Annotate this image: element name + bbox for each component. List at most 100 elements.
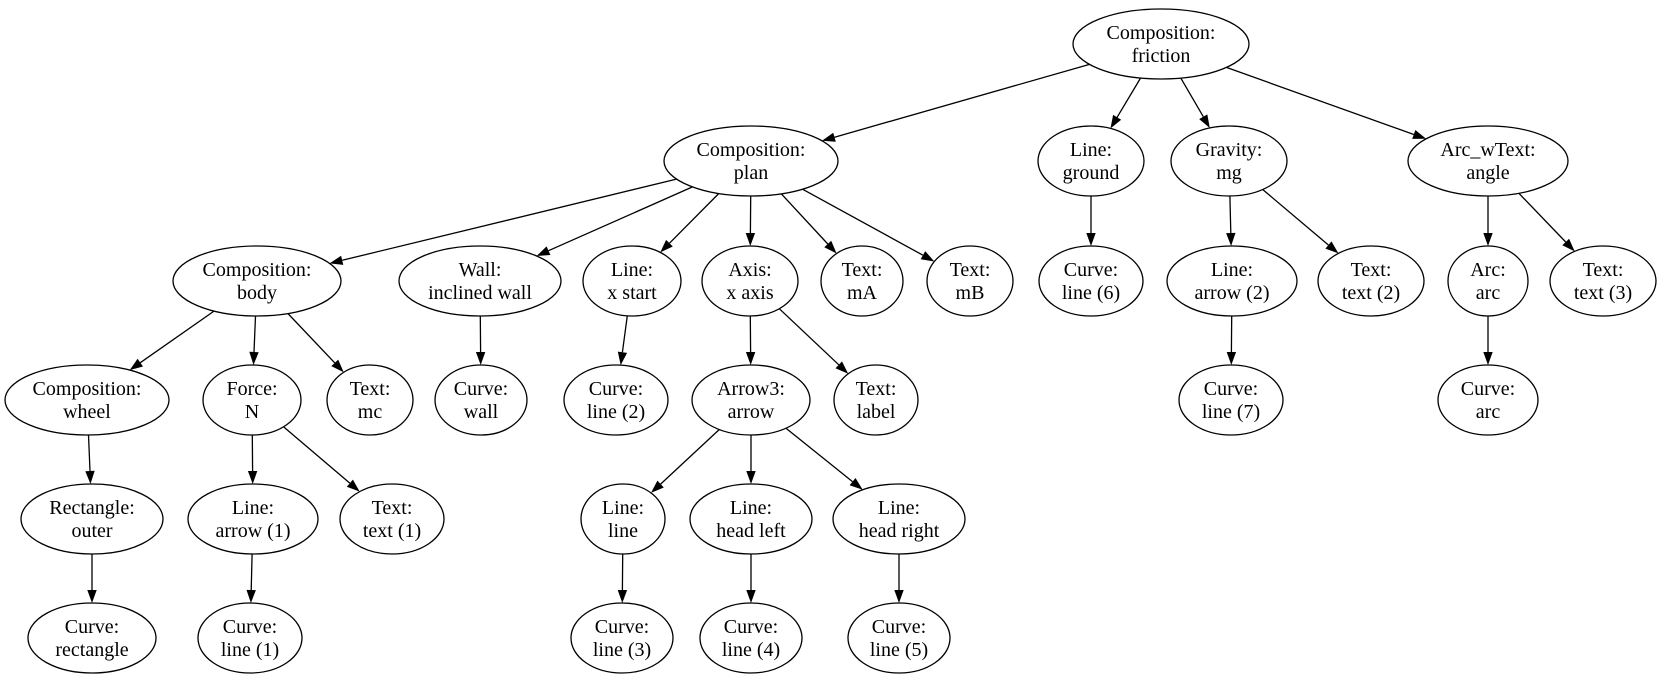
edge-wheel-outer [87, 434, 91, 472]
node-label-name: line (6) [1062, 282, 1120, 304]
node-label-type: Line: [730, 497, 772, 519]
node-ellipse [339, 483, 445, 555]
node-mA: Text:mA [820, 245, 904, 317]
arrowhead-icon [329, 255, 344, 265]
node-ellipse [172, 245, 342, 317]
node-label-type: Curve: [223, 616, 277, 638]
node-layer: Composition:frictionComposition:planLine… [4, 8, 1657, 674]
node-crect: Curve:rectangle [27, 602, 157, 674]
edge-forceN-text1 [283, 426, 351, 484]
node-ellipse [582, 245, 682, 317]
arrowhead-icon [746, 590, 756, 603]
node-label-name: mA [847, 282, 878, 304]
node-label-name: inclined wall [428, 282, 532, 304]
node-label-type: Composition: [697, 139, 806, 161]
arrowhead-icon [1483, 352, 1493, 365]
arrowhead-icon [346, 479, 360, 492]
node-label-name: line (4) [722, 639, 780, 661]
arrowhead-icon [85, 470, 95, 484]
node-ellipse [701, 245, 799, 317]
node-outer: Rectangle:outer [20, 483, 164, 555]
node-cline5: Curve:line (5) [847, 602, 951, 674]
node-ellipse [689, 483, 813, 555]
node-label-type: Text: [372, 497, 413, 519]
node-label-type: Line: [602, 497, 644, 519]
node-mc: Text:mc [326, 364, 414, 436]
node-ellipse [20, 483, 164, 555]
edge-plan-xstart [669, 193, 720, 244]
node-label-name: plan [734, 162, 768, 184]
node-arrow3: Arrow3:arrow [691, 364, 811, 436]
arrowhead-icon [1325, 241, 1339, 254]
node-ellipse [4, 364, 170, 436]
node-wall: Wall:inclined wall [398, 245, 562, 317]
arrowhead-icon [1110, 114, 1122, 129]
edge-arrow3-headright [785, 427, 853, 483]
node-label-name: label [857, 401, 896, 423]
arrowhead-icon [1483, 233, 1493, 246]
node-arrow2: Line:arrow (2) [1166, 245, 1298, 317]
node-label-type: Curve: [1064, 259, 1118, 281]
edge-body-wheel [139, 310, 215, 364]
node-label-name: mg [1216, 162, 1242, 184]
node-label-name: text (2) [1342, 282, 1400, 304]
arrowhead-icon [475, 352, 486, 365]
node-ellipse [570, 602, 674, 674]
edge-body-mc [287, 313, 336, 364]
node-label-name: rectangle [55, 639, 128, 661]
node-label-type: Line: [611, 259, 653, 281]
node-label-name: text (3) [1574, 282, 1632, 304]
node-label-name: outer [71, 520, 112, 542]
arrowhead-icon [617, 590, 628, 603]
node-label-name: line (1) [221, 639, 279, 661]
node-ellipse [1170, 125, 1288, 197]
node-ellipse [202, 364, 302, 436]
node-label-name: arc [1476, 282, 1501, 304]
node-label-type: Text: [950, 259, 991, 281]
arrowhead-icon [894, 590, 904, 603]
node-cline1: Curve:line (1) [197, 602, 303, 674]
node-wheel: Composition:wheel [4, 364, 170, 436]
node-label-name: friction [1132, 45, 1191, 67]
node-label-type: Axis: [728, 259, 771, 281]
node-ellipse [832, 483, 966, 555]
node-angle: Arc_wText:angle [1407, 125, 1569, 197]
node-ellipse [1038, 245, 1144, 317]
node-label-type: Line: [232, 497, 274, 519]
node-carc: Curve:arc [1437, 364, 1539, 436]
arrowhead-icon [835, 361, 849, 374]
node-label-type: Text: [350, 378, 391, 400]
node-mB: Text:mB [926, 245, 1014, 317]
arrowhead-icon [249, 351, 259, 365]
node-label-name: wall [464, 401, 499, 423]
node-label-name: line (5) [870, 639, 928, 661]
node-label-type: Line: [1070, 139, 1112, 161]
edge-angle-text3 [1518, 192, 1567, 243]
node-ellipse [1447, 245, 1529, 317]
node-cline2: Curve:line (2) [563, 364, 669, 436]
node-label-type: Curve: [65, 616, 119, 638]
arrowhead-icon [331, 359, 344, 373]
node-label-type: Composition: [33, 378, 142, 400]
edge-plan-body [342, 178, 677, 261]
node-label-type: Curve: [589, 378, 643, 400]
node-headleft: Line:head left [689, 483, 813, 555]
node-label-type: Curve: [1204, 378, 1258, 400]
node-label-type: Text: [1583, 259, 1624, 281]
arrowhead-icon [745, 352, 756, 365]
edge-layer [85, 63, 1575, 603]
node-ellipse [1437, 364, 1539, 436]
edge-plan-mB [802, 188, 924, 256]
node-label-type: Arc_wText: [1440, 139, 1535, 161]
node-ellipse [1407, 125, 1569, 197]
node-label-type: Arc: [1470, 259, 1506, 281]
arrowhead-icon [129, 358, 143, 371]
node-label-name: arc [1476, 401, 1501, 423]
node-cline6: Curve:line (6) [1038, 245, 1144, 317]
node-text1: Text:text (1) [339, 483, 445, 555]
edge-friction-plan [834, 63, 1090, 138]
arrowhead-icon [536, 246, 551, 256]
edge-mg-text2 [1262, 189, 1329, 246]
